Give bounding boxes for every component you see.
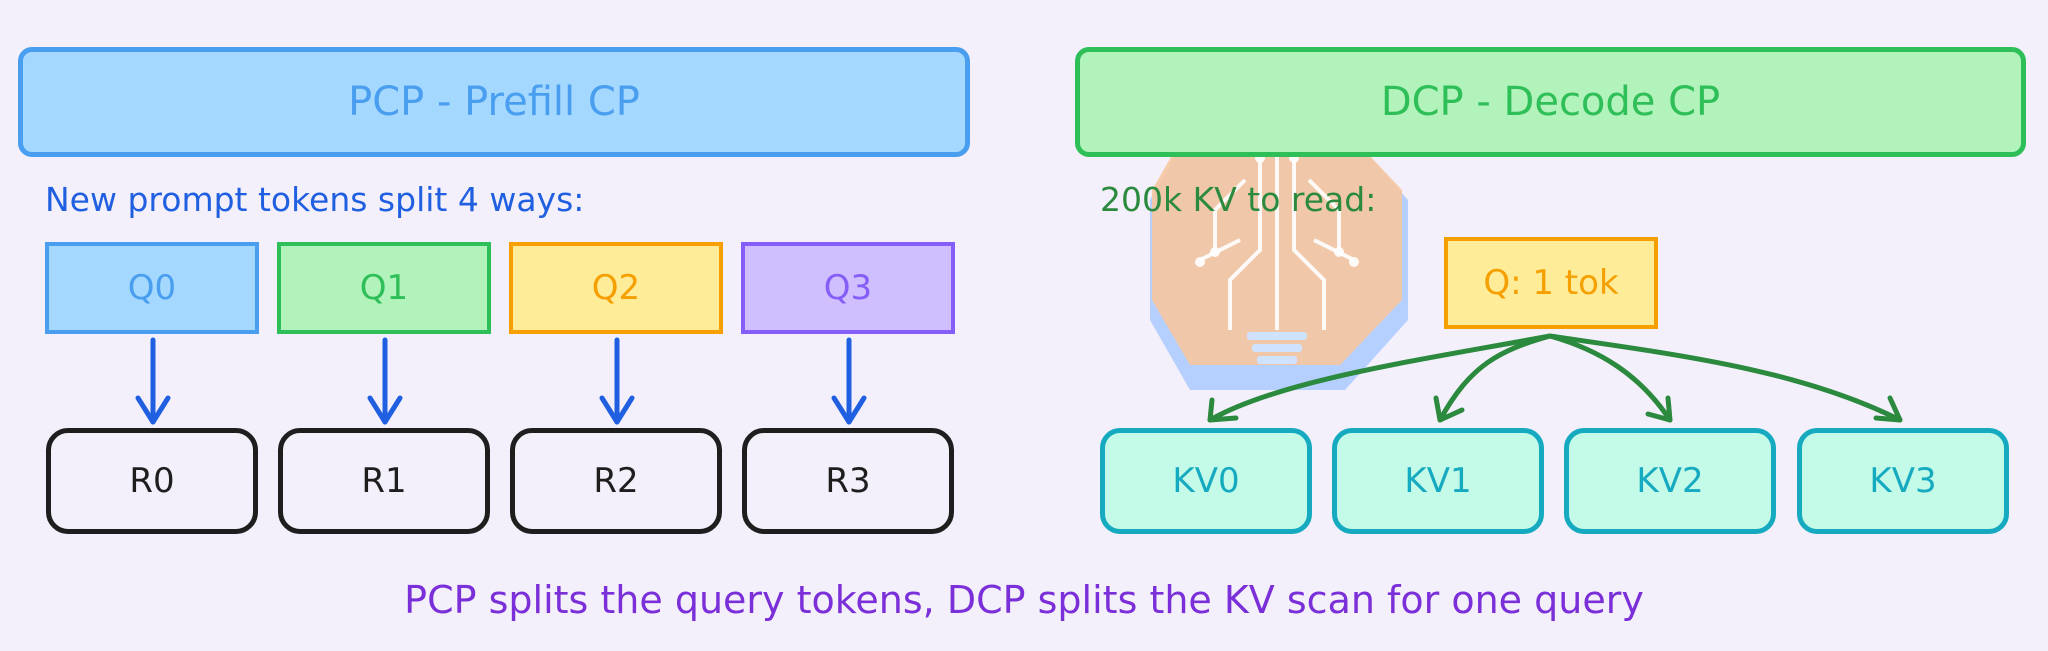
arrow-q-kv1 (1437, 333, 1553, 423)
pcp-split-label: New prompt tokens split 4 ways: (45, 180, 585, 219)
arrow-q-kv3 (1547, 333, 1903, 423)
dcp-kv-label: 200k KV to read: (1100, 180, 1377, 219)
kv-shard-box-kv2: KV2 (1564, 428, 1776, 534)
dcp-title: DCP - Decode CP (1380, 79, 1721, 125)
rank-box-r3: R3 (742, 428, 954, 534)
rank-box-r2: R2 (510, 428, 722, 534)
decode-query-label: Q: 1 tok (1483, 263, 1619, 303)
kv-shard-label: KV1 (1404, 461, 1472, 501)
query-label: Q1 (359, 268, 409, 308)
decode-query-box: Q: 1 tok (1444, 237, 1658, 329)
kv-shard-label: KV3 (1869, 461, 1937, 501)
query-box-q0: Q0 (45, 242, 259, 334)
kv-shard-label: KV0 (1172, 461, 1240, 501)
rank-label: R1 (361, 461, 407, 501)
caption: PCP splits the query tokens, DCP splits … (404, 578, 1644, 622)
query-label: Q0 (127, 268, 177, 308)
pcp-title: PCP - Prefill CP (348, 79, 640, 125)
query-box-q2: Q2 (509, 242, 723, 334)
rank-box-r1: R1 (278, 428, 490, 534)
arrow-q-kv2 (1547, 333, 1673, 423)
query-box-q3: Q3 (741, 242, 955, 334)
arrow-q-kv0 (1207, 333, 1553, 423)
rank-label: R2 (593, 461, 639, 501)
kv-shard-box-kv1: KV1 (1332, 428, 1544, 534)
rank-label: R0 (129, 461, 175, 501)
query-box-q1: Q1 (277, 242, 491, 334)
pcp-header: PCP - Prefill CP (18, 47, 970, 157)
dcp-header: DCP - Decode CP (1075, 47, 2026, 157)
rank-label: R3 (825, 461, 871, 501)
kv-shard-label: KV2 (1636, 461, 1704, 501)
kv-shard-box-kv3: KV3 (1797, 428, 2009, 534)
query-label: Q2 (591, 268, 641, 308)
query-label: Q3 (823, 268, 873, 308)
rank-box-r0: R0 (46, 428, 258, 534)
kv-shard-box-kv0: KV0 (1100, 428, 1312, 534)
